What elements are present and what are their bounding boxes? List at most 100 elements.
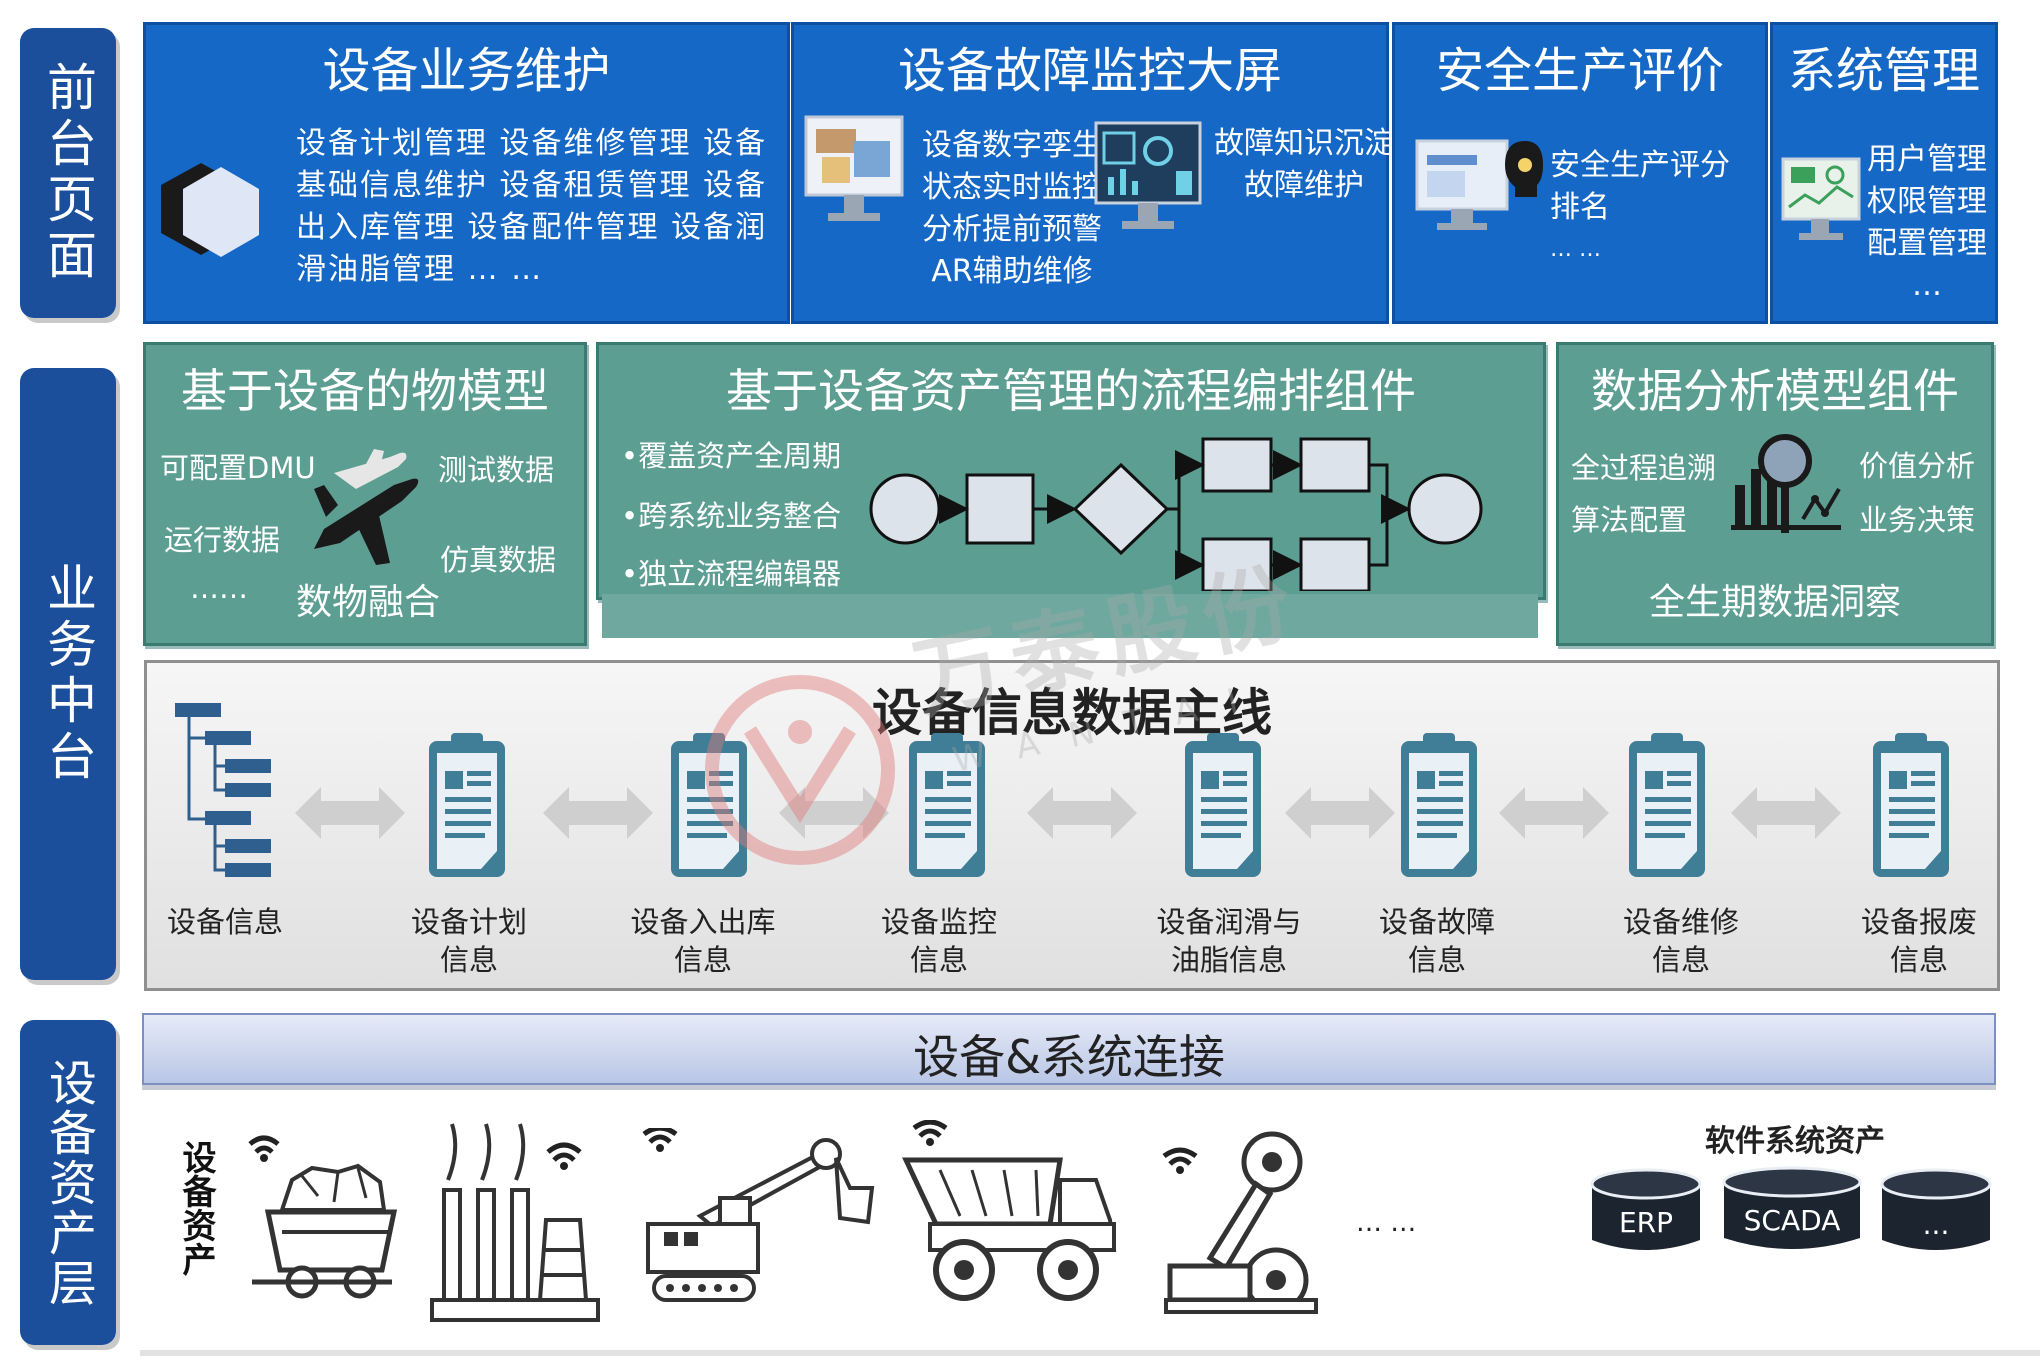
flow-start-node [869,473,941,545]
node-label-scrap: 设备报废 信息 [1860,905,1978,977]
node-label-repair: 设备维修 信息 [1622,905,1740,977]
doc-icon-repair [1629,733,1705,877]
data-thread-panel: 设备信息数据主线 设备信息 设备计划 信息 [144,660,2000,991]
doc-icon-plan [429,733,505,877]
flow-branch-top-2 [1299,437,1371,493]
model-dots: …… [190,571,248,605]
monitor-left-list: 设备数字孪生 状态实时监控 分析提前预警 AR辅助维修 [922,125,1102,293]
system-line-2: 权限管理 [1867,184,1987,219]
hexagon-logo-icon [161,163,259,257]
digital-twin-screen-icon [804,115,904,221]
excavator-icon [642,1128,875,1302]
maintenance-line-3: 出入库管理 设备配件管理 设备润 [296,210,768,245]
flow-branch-bottom-2 [1299,537,1371,591]
asset-vertical-label: 设备资产 [176,1140,216,1276]
front-maintenance-title: 设备业务维护 [322,43,611,99]
dashboard-screen-icon [1094,121,1202,229]
thing-model-title: 基于设备的物模型 [181,364,549,418]
layer-label-middle: 业务中台 [20,368,116,980]
system-list: 用户管理 权限管理 配置管理 … [1867,139,1987,307]
front-monitor-title: 设备故障监控大屏 [897,43,1282,99]
dump-truck-icon [902,1120,1117,1301]
doc-icon-lube [1185,733,1261,877]
layer-label-frontend: 前台页面 [20,28,116,318]
front-safety-box: 安全生产评价 安全生产评分 排名 … … [1392,22,1768,324]
trace-label: 全过程追溯 [1571,451,1717,485]
mine-cart-icon [248,1135,398,1299]
dmu-label: 可配置DMU [160,451,316,485]
front-system-title: 系统管理 [1787,43,1980,99]
system-line-1: 用户管理 [1867,142,1987,177]
node-label-plan: 设备计划 信息 [410,905,528,977]
flow-step-node [965,473,1035,545]
node-label-lube: 设备润滑与 油脂信息 [1156,905,1302,977]
maintenance-line-1: 设备计划管理 设备维修管理 设备 [296,126,768,161]
database-erp-label: ERP [1618,1206,1674,1239]
safety-monitor-icon [1415,139,1543,230]
analysis-title: 数据分析模型组件 [1591,364,1959,418]
system-line-4: … [1912,268,1942,303]
connection-title: 设备&系统连接 [913,1030,1225,1084]
flow-box: 基于设备资产管理的流程编排组件 •覆盖资产全周期 •跨系统业务整合 •独立流程编… [596,342,1546,600]
monitor-right-line-2: 故障维护 [1244,168,1364,203]
monitor-line-3: 分析提前预警 [922,212,1102,247]
magnifier-chart-icon [1731,434,1841,533]
double-arrow-5 [1285,787,1395,839]
decision-label: 业务决策 [1859,503,1976,537]
tree-structure-icon [175,703,271,877]
doc-icon-fault [1401,733,1477,877]
connection-bar: 设备&系统连接 [142,1013,1996,1085]
layer-frontend-text: 前台页面 [39,61,97,285]
layer-middle-text: 业务中台 [39,562,97,786]
sim-data-label: 仿真数据 [440,543,557,577]
factory-icon [430,1123,600,1322]
monitor-line-2: 状态实时监控 [922,170,1102,205]
flow-bullet-3: •独立流程编辑器 [621,557,842,591]
asset-more-dots: … … [1356,1208,1417,1238]
maintenance-line-4: 滑油脂管理 … … [296,252,544,287]
node-label-inout: 设备入出库 信息 [630,905,776,977]
flow-title: 基于设备资产管理的流程编排组件 [726,364,1416,418]
roadheader-icon [1162,1131,1318,1314]
database-more-label: ... [1922,1208,1950,1241]
system-line-3: 配置管理 [1867,226,1987,261]
database-scada-label: SCADA [1743,1204,1841,1237]
node-label-monitor: 设备监控 信息 [880,905,998,977]
value-label: 价值分析 [1859,449,1976,483]
monitor-line-1: 设备数字孪生 [922,128,1102,163]
data-thread-title: 设备信息数据主线 [872,684,1272,742]
system-config-screen-icon [1781,157,1861,240]
layer-label-assets: 设备资产层 [20,1020,116,1345]
analysis-box: 数据分析模型组件 全过程追溯 算法配置 价值分析 业务决策 全生期数据洞察 [1556,342,1994,646]
thing-model-box: 基于设备的物模型 可配置DMU 测试数据 运行数据 仿真数据 …… 数物融合 [143,342,587,646]
node-label-info: 设备信息 [166,905,284,939]
front-safety-title: 安全生产评价 [1435,43,1724,99]
flow-bullet-2: •跨系统业务整合 [621,499,842,533]
monitor-right-line-1: 故障知识沉淀 [1214,126,1394,161]
doc-icon-scrap [1873,733,1949,877]
monitor-right-list: 故障知识沉淀 故障维护 [1214,123,1394,207]
double-arrow-1 [295,787,405,839]
watermark-logo-icon [705,675,895,865]
safety-line-1: 安全生产评分 [1550,148,1730,183]
node-label-fault: 设备故障 信息 [1378,905,1496,977]
double-arrow-7 [1731,787,1841,839]
bottom-divider [140,1350,2040,1356]
flow-decision-node [1072,462,1170,556]
front-monitor-box: 设备故障监控大屏 设备数字孪生 状态实时监控 分析提前预警 AR辅助维修 故障知… [791,22,1394,324]
monitor-line-4: AR辅助维修 [931,254,1093,289]
insight-label: 全生期数据洞察 [1648,582,1901,623]
front-maintenance-list: 设备计划管理 设备维修管理 设备 基础信息维护 设备租赁管理 设备 出入库管理 … [296,123,767,291]
safety-line-2: 排名 [1550,190,1610,225]
safety-list: 安全生产评分 排名 … … [1550,145,1730,271]
software-assets-title: 软件系统资产 [1705,1124,1885,1159]
flow-end-node [1407,473,1483,545]
flow-branch-top-1 [1201,437,1273,493]
layer-assets-text: 设备资产层 [40,1057,96,1308]
run-data-label: 运行数据 [164,523,281,557]
flow-diagram [869,437,1483,591]
algo-label: 算法配置 [1571,503,1688,537]
test-data-label: 测试数据 [438,453,555,487]
flow-bullet-1: •覆盖资产全周期 [621,439,842,473]
front-maintenance-box: 设备业务维护 设备计划管理 设备维修管理 设备 基础信息维护 设备租赁管理 设备… [143,22,790,324]
